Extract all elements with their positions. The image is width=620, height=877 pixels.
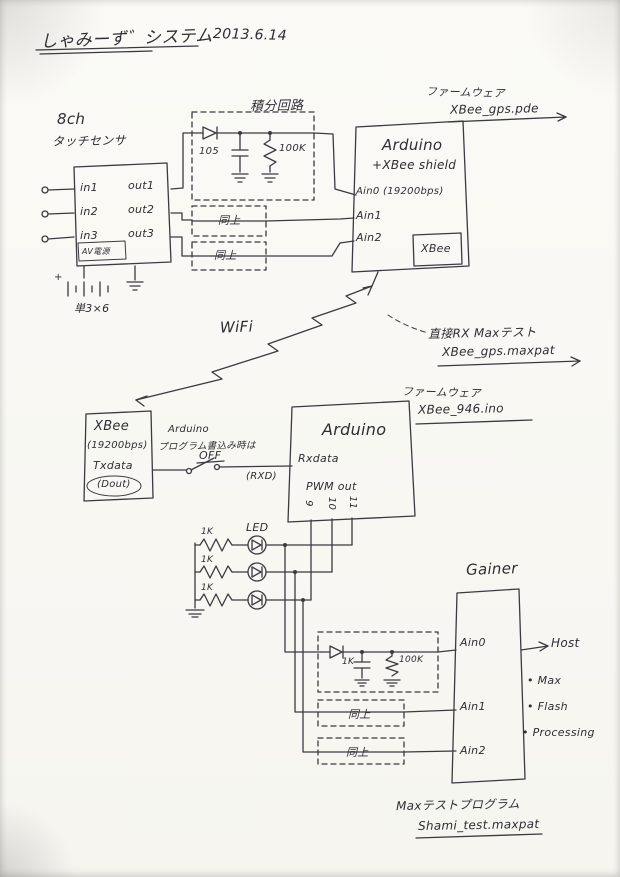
direct-rx-underline-arrow	[437, 356, 581, 367]
led-to-integrator-wires	[284, 544, 323, 753]
ground-icon	[126, 265, 144, 291]
integrator-bottom1-output	[437, 649, 457, 653]
resistor-value-label: 1K	[201, 527, 214, 537]
switch-note-off: OFF	[199, 449, 222, 462]
firmware-top-filename: XBee_gps.pde	[449, 101, 539, 117]
direct-rx-pointer	[387, 314, 429, 334]
battery-plus-label: +	[54, 272, 63, 283]
gainer-pin-ain1: Ain1	[460, 700, 486, 713]
integrator-title: 積分回路	[249, 98, 304, 115]
led-row-1	[194, 535, 353, 555]
arduino-shield-subtitle: +XBee shield	[372, 158, 457, 172]
integrator-bottom-box-3	[317, 737, 457, 765]
gainer-title: Gainer	[465, 559, 518, 579]
xbee-node-dout-pin: (Dout)	[97, 479, 131, 490]
host-target-max: • Max	[527, 674, 562, 687]
resistor-value-label: 100K	[279, 143, 306, 154]
max-test-underline	[415, 833, 543, 839]
arduino-pwm-label: PWM out	[306, 480, 357, 493]
firmware-mid-filename: XBee_946.ino	[417, 401, 504, 417]
arduino-pin-11: 11	[347, 495, 359, 510]
xbee-node-title: XBee	[94, 419, 130, 434]
capacitor-value-label: 1K	[342, 657, 355, 667]
arduino-pin-ain0: Ain0 (19200bps)	[356, 186, 444, 197]
sensor-channels-label: 8ch	[57, 110, 86, 128]
host-label: Host	[551, 636, 580, 650]
firmware-top-label: ファームウェア	[425, 84, 505, 101]
arduino-shield-box	[351, 120, 470, 273]
arduino-shield-title: Arduino	[382, 136, 443, 154]
sensor-power-label: AV電源	[82, 247, 110, 256]
sensor-pin-out1: out1	[128, 179, 155, 192]
sensor-pin-out2: out2	[128, 203, 155, 216]
ditto-label: 同上	[348, 708, 371, 721]
integrator-bottom-box-2	[317, 699, 457, 727]
led-ground-bus	[185, 542, 205, 618]
led-label: LED	[246, 521, 269, 534]
resistor-icon	[261, 132, 279, 183]
touch-sensor-box	[73, 162, 172, 267]
ditto-label: 同上	[218, 214, 241, 227]
arduino-node-title: Arduino	[322, 420, 387, 439]
firmware-top-underline-arrow	[447, 112, 567, 123]
xbee-node-box	[83, 410, 154, 502]
ditto-label: 同上	[214, 249, 237, 262]
host-target-flash: • Flash	[527, 700, 568, 713]
direct-rx-filename: XBee_gps.maxpat	[441, 343, 555, 359]
xbee-node-txdata-pin: Txdata	[93, 459, 133, 472]
resistor-value-label: 1K	[201, 583, 214, 593]
max-test-note: Maxテストプログラム	[395, 796, 520, 814]
sensor-output-wires	[170, 132, 193, 257]
gainer-box	[451, 588, 526, 784]
wifi-zigzag-arrow	[135, 271, 379, 407]
firmware-mid-label: ファームウェア	[401, 384, 481, 401]
capacitor-value-label: 105	[199, 146, 219, 157]
title-underline	[35, 45, 199, 55]
wifi-label: WiFi	[219, 317, 254, 337]
integrator-box-3	[191, 240, 355, 271]
switch-icon	[152, 457, 293, 475]
arduino-pin-ain1: Ain1	[356, 209, 382, 222]
integrator-box-2	[191, 205, 355, 237]
led-row-2	[194, 562, 333, 582]
integrator1-output-wire	[313, 132, 357, 196]
arduino-rxd-pin-label: (RXD)	[246, 471, 277, 482]
led-row-3	[194, 590, 312, 610]
arduino-node-box	[287, 400, 416, 523]
diode-icon	[191, 126, 315, 140]
arduino-pin-9: 9	[302, 500, 314, 507]
resistor-value-label: 100K	[399, 655, 424, 665]
arduino-rxdata-pin: Rxdata	[298, 452, 339, 465]
battery-icon	[67, 265, 109, 297]
pwm-pin-wires	[310, 517, 353, 601]
date-label: 2013.6.14	[212, 26, 288, 44]
resistor-icon	[383, 651, 401, 687]
sensor-pin-in3: in3	[80, 229, 98, 242]
max-test-filename: Shami_test.maxpat	[417, 816, 540, 834]
sensor-pin-in1: in1	[80, 181, 98, 194]
sensor-pin-out3: out3	[128, 227, 155, 240]
host-arrow	[520, 641, 549, 652]
integrator-box-1	[191, 111, 315, 201]
xbee-module-label: XBee	[421, 242, 451, 255]
ditto-label: 同上	[346, 746, 369, 759]
gainer-pin-ain2: Ain2	[460, 744, 486, 757]
arduino-pin-ain2: Ain2	[356, 231, 382, 244]
arduino-pin-10: 10	[326, 496, 338, 511]
host-target-processing: • Processing	[522, 726, 595, 739]
resistor-value-label: 1K	[201, 555, 214, 565]
gainer-pin-ain0: Ain0	[460, 636, 486, 649]
firmware-mid-underline	[415, 419, 533, 425]
sensor-type-label: タッチセンサ	[51, 133, 126, 149]
sensor-pin-in2: in2	[80, 205, 98, 218]
capacitor-icon	[231, 132, 249, 183]
xbee-node-baud: (19200bps)	[87, 440, 148, 451]
sensor-input-terminals	[41, 186, 75, 243]
battery-count-label: 単3×6	[74, 302, 110, 315]
direct-rx-note: 直接RX Maxテスト	[427, 325, 537, 341]
capacitor-icon	[353, 651, 371, 687]
switch-note-line1: Arduino	[168, 424, 209, 435]
